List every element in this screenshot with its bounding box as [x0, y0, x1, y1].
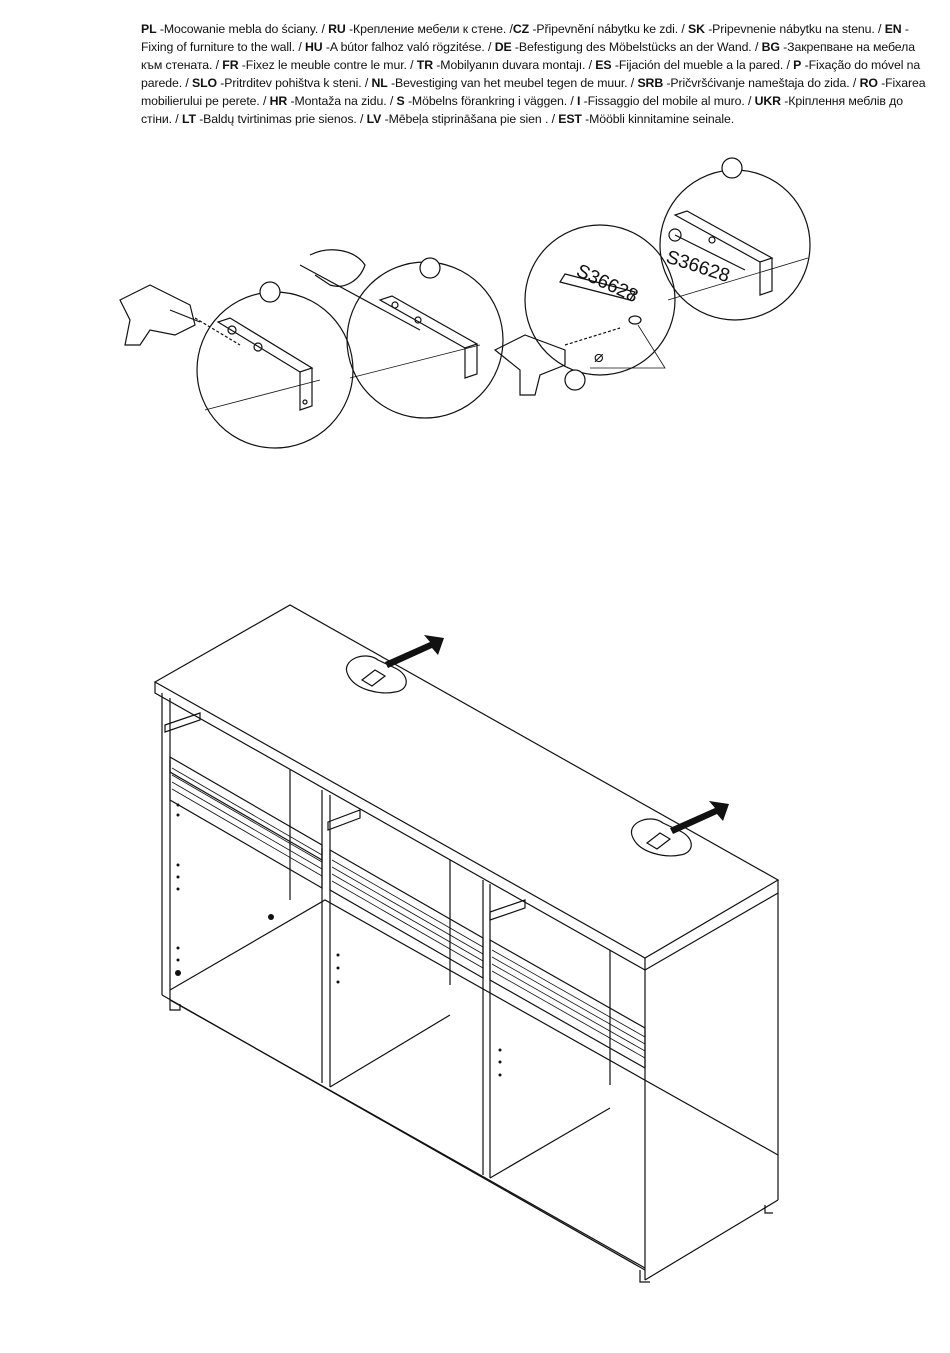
wall-bracket-cutout-right — [630, 801, 729, 857]
language-code: EN — [884, 22, 902, 36]
instruction-translation: -A bútor falhoz való rögzitése. / — [322, 40, 495, 54]
step-2-mark-position — [299, 249, 504, 419]
instruction-translation: -Fixarea mobilierului pe perete. / — [141, 76, 926, 108]
language-code: CZ — [512, 22, 530, 36]
step-2-number-circle — [419, 257, 441, 279]
language-code: S — [396, 94, 405, 108]
screw-icon — [674, 234, 746, 271]
drawer-runners — [164, 712, 526, 921]
hand-icon — [309, 249, 366, 287]
step-4-screw-bracket: S36628 — [659, 157, 811, 321]
language-code: DE — [494, 40, 512, 54]
instruction-translation: -Fixing of furniture to the wall. / — [141, 22, 909, 54]
language-code: ES — [595, 58, 612, 72]
language-code: FR — [222, 58, 239, 72]
language-code: RO — [859, 76, 878, 90]
instruction-translation: -Fissaggio del mobile al muro. / — [580, 94, 755, 108]
instruction-translation: -Fixação do móvel na parede. / — [141, 58, 921, 90]
instruction-translation: -Кріплення меблів до стіни. / — [141, 94, 903, 126]
step-3-drill-dowel: S36628 ⌀ — [493, 224, 676, 396]
language-code: HU — [304, 40, 323, 54]
dowel-icon — [559, 273, 636, 301]
language-code: LV — [366, 112, 382, 126]
wall-fixing-steps-diagram: S36628 ⌀ S36628 — [119, 157, 811, 449]
instruction-translation: -Mocowanie mebla do ściany. / — [156, 22, 329, 36]
drill-icon — [119, 284, 196, 346]
instruction-translation: -Mēbeļa stiprināšana pie sien . / — [381, 112, 559, 126]
language-code: I — [577, 94, 581, 108]
step-2-detail-circle — [346, 261, 504, 419]
cabinet-divider-right — [482, 880, 491, 1178]
step-1-number-circle — [259, 281, 281, 303]
instruction-translation: -Fixez le meuble contre le mur. / — [238, 58, 417, 72]
language-code: EST — [558, 112, 582, 126]
step-3-detail-circle — [524, 224, 676, 376]
language-code: TR — [416, 58, 433, 72]
instruction-translation: -Mobilyanın duvara montajı. / — [432, 58, 596, 72]
language-code: P — [793, 58, 802, 72]
language-code: UKR — [754, 94, 781, 108]
instruction-translation: -Baldų tvirtinimas prie sienos. / — [195, 112, 367, 126]
step-1-drill-bracket — [119, 281, 354, 449]
cabinet-feet — [169, 1000, 773, 1283]
instruction-translation: -Pričvršćivanje nameštaja do zida. / — [663, 76, 860, 90]
language-code: SK — [687, 22, 705, 36]
language-code: NL — [371, 76, 388, 90]
instruction-text: PL -Mocowanie mebla do ściany. / RU -Кре… — [141, 20, 931, 128]
step-4-number-circle — [721, 157, 743, 179]
cabinet-top-panel — [153, 604, 780, 959]
instruction-translation: -Befestigung des Möbelstücks an der Wand… — [511, 40, 762, 54]
pencil-icon — [299, 264, 421, 331]
language-code: LT — [181, 112, 196, 126]
instruction-translation: -Fijación del mueble a la pared. / — [611, 58, 794, 72]
instruction-translation: -Закрепване на мебела към стената. / — [141, 40, 915, 72]
language-code: SRB — [637, 76, 664, 90]
wall-line — [204, 379, 321, 411]
step-4-detail-circle — [659, 169, 811, 321]
instruction-translation: -Möbelns förankring i väggen. / — [404, 94, 577, 108]
shelf-holes — [175, 803, 502, 1077]
cabinet-assembly-diagram — [153, 604, 780, 1283]
language-code: PL — [141, 22, 157, 36]
instruction-translation: -Připevnění nábytku ke zdi. / — [529, 22, 688, 36]
instruction-translation: -Крепление мебели к стене. / — [345, 22, 513, 36]
wall-bracket-cutout-left — [345, 635, 444, 694]
instruction-translation: -Pritrditev pohištva k steni. / — [216, 76, 372, 90]
language-code: BG — [761, 40, 780, 54]
language-code: SLO — [191, 76, 217, 90]
instruction-translation: -Pripevnenie nábytku na stenu. / — [704, 22, 885, 36]
direction-arrow-icon — [385, 635, 444, 668]
screw-part-code: S36628 — [663, 247, 732, 287]
instruction-translation: -Montaža na zidu. / — [287, 94, 397, 108]
language-code: HR — [269, 94, 288, 108]
back-rail — [169, 755, 646, 1070]
instruction-translation: -Mööbli kinnitamine seinale. — [581, 112, 735, 126]
instruction-translation: -Bevestiging van het meubel tegen de muu… — [387, 76, 638, 90]
bracket-icon — [378, 295, 479, 349]
direction-arrow-icon — [670, 801, 729, 834]
cabinet-divider-left — [321, 790, 331, 1087]
drill-icon — [493, 334, 566, 396]
dowel-part-code: S36628 — [573, 260, 641, 307]
language-code: RU — [328, 22, 346, 36]
step-1-detail-circle — [196, 291, 354, 449]
diameter-symbol: ⌀ — [594, 347, 604, 366]
step-3-number-circle — [564, 369, 586, 391]
